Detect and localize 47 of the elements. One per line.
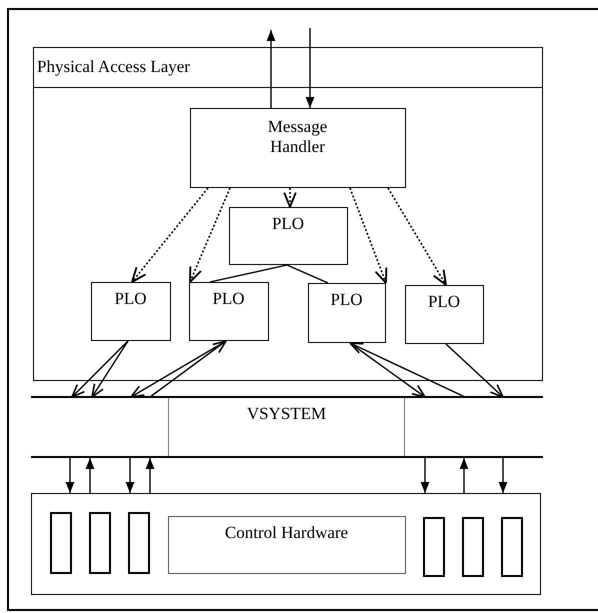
node-label: PLO — [426, 290, 462, 312]
arrow — [306, 28, 314, 108]
hardware-box — [31, 493, 541, 595]
arrow — [189, 188, 231, 283]
process-box — [228, 206, 348, 264]
node-label: PLO — [113, 288, 148, 308]
slot-bar — [462, 516, 484, 576]
arrow — [420, 458, 430, 493]
arrow — [350, 342, 426, 398]
arrow — [266, 30, 276, 108]
connector-line — [210, 264, 288, 283]
node-label: PLO — [211, 288, 246, 308]
connector-line — [286, 264, 328, 284]
arrow — [349, 342, 466, 398]
arrow — [349, 188, 388, 284]
node-label: Message Handler — [266, 116, 328, 156]
arrow — [498, 458, 508, 493]
arrow — [146, 458, 154, 493]
arrow — [71, 340, 128, 398]
process-box — [90, 282, 170, 340]
arrow — [86, 458, 94, 493]
process-box — [168, 516, 406, 574]
process-box — [404, 284, 484, 344]
layer-title: Physical Access Layer — [34, 48, 542, 88]
arrow — [387, 188, 447, 286]
slot-bar — [500, 516, 522, 576]
arrow — [131, 188, 209, 283]
node-label: PLO — [270, 212, 306, 234]
slot-bar — [88, 512, 110, 574]
arrow — [283, 188, 297, 208]
arrow — [460, 458, 468, 493]
slot-bar — [128, 512, 150, 574]
process-box — [190, 108, 406, 188]
arrow — [126, 458, 134, 493]
slot-bar — [50, 512, 72, 574]
arrow — [66, 458, 74, 493]
bus-label: VSYSTEM — [168, 398, 405, 456]
arrow — [150, 340, 227, 398]
arrow — [446, 343, 504, 398]
arrow — [91, 340, 129, 398]
node-label: Control Hardware — [224, 522, 350, 542]
process-box — [308, 282, 386, 342]
layer-panel — [33, 47, 543, 381]
node-label: PLO — [329, 288, 364, 310]
process-box — [188, 282, 268, 340]
bus-band — [31, 396, 543, 458]
slot-bar — [422, 516, 444, 576]
